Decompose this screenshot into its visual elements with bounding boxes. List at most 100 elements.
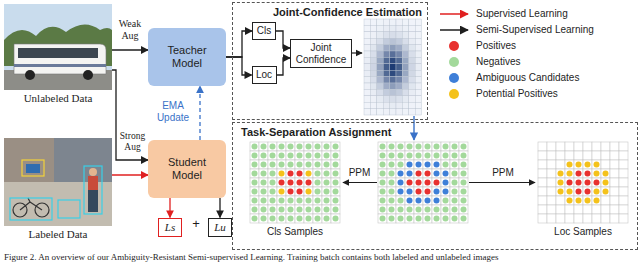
grid-cell: [459, 160, 468, 169]
grid-cell: [387, 142, 396, 151]
grid-cell: [322, 178, 331, 187]
heatmap-cell: [370, 38, 376, 44]
sample-dot: [380, 189, 386, 195]
grid-cell: [601, 187, 610, 196]
sample-dot: [425, 180, 431, 186]
grid-cell: [565, 169, 574, 178]
grid-cell: [405, 187, 414, 196]
sample-dot: [252, 216, 258, 222]
grid-cell: [295, 196, 304, 205]
sample-dot: [333, 198, 339, 204]
grid-cell: [423, 169, 432, 178]
sample-dot: [380, 162, 386, 168]
sample-dot: [380, 207, 386, 213]
sample-dot: [380, 216, 386, 222]
grid-cell: [331, 187, 340, 196]
sample-dot: [416, 207, 422, 213]
connector: [219, 198, 220, 218]
grid-cell: [565, 214, 574, 223]
grid-cell: [450, 178, 459, 187]
grid-cell: [259, 187, 268, 196]
heatmap-cell: [390, 25, 396, 31]
node-text: Student Model: [159, 156, 215, 181]
sample-dot: [306, 144, 312, 150]
sample-dot: [585, 198, 591, 204]
grid-cell: [295, 205, 304, 214]
heatmap-cell: [390, 64, 396, 70]
sample-dot: [324, 216, 330, 222]
sample-dot: [333, 180, 339, 186]
sample-dot: [567, 171, 573, 177]
sample-dot: [558, 189, 564, 195]
grid-cell: [574, 160, 583, 169]
grid-cell: [313, 169, 322, 178]
sample-dot: [603, 189, 609, 195]
grid-cell: [565, 205, 574, 214]
grid-cell: [610, 196, 619, 205]
grid-cell: [277, 214, 286, 223]
heatmap-cell: [415, 109, 421, 115]
sample-dot: [261, 216, 267, 222]
grid-cell: [574, 187, 583, 196]
sample-dot: [380, 171, 386, 177]
grid-cell: [405, 160, 414, 169]
heatmap-cell: [409, 25, 415, 31]
heatmap-cell: [370, 89, 376, 95]
grid-cell: [277, 187, 286, 196]
heatmap-cell: [402, 77, 408, 83]
grid-cell: [432, 205, 441, 214]
sample-dot: [416, 198, 422, 204]
grid-cell: [268, 214, 277, 223]
sample-dot: [380, 144, 386, 150]
sample-dot: [461, 198, 467, 204]
sample-dot: [306, 153, 312, 159]
grid-cell: [268, 169, 277, 178]
heatmap-cell: [370, 57, 376, 63]
grid-cell: [574, 142, 583, 151]
grid-cell: [259, 214, 268, 223]
sample-dot: [443, 171, 449, 177]
grid-cell: [432, 151, 441, 160]
grid-cell: [583, 142, 592, 151]
sample-dot: [576, 189, 582, 195]
sample-dot: [407, 189, 413, 195]
legend-text: Ambiguous Candidates: [476, 72, 579, 84]
sample-dot: [434, 216, 440, 222]
sample-dot: [288, 207, 294, 213]
heatmap-cell: [402, 51, 408, 57]
sample-dot: [279, 153, 285, 159]
sample-dot: [398, 144, 404, 150]
heatmap-cell: [383, 64, 389, 70]
grid-cell: [610, 151, 619, 160]
sample-dot: [594, 171, 600, 177]
sample-dot: [434, 207, 440, 213]
sample-dot: [443, 162, 449, 168]
sample-dot: [297, 198, 303, 204]
image-caption: Labeled Data: [0, 228, 116, 240]
grid-cell: [259, 160, 268, 169]
sample-dot: [416, 144, 422, 150]
sample-dot: [270, 198, 276, 204]
heatmap-cell: [377, 51, 383, 57]
sample-dot: [380, 180, 386, 186]
sample-dot: [306, 189, 312, 195]
heatmap-cell: [377, 83, 383, 89]
grid-cell: [556, 142, 565, 151]
grid-cell: [432, 169, 441, 178]
legend-swatch: [449, 41, 459, 51]
grid-cell: [547, 187, 556, 196]
grid-cell: [619, 142, 628, 151]
sample-dot: [407, 153, 413, 159]
grid-cell: [556, 160, 565, 169]
grid-cell: [556, 187, 565, 196]
sample-dot: [279, 180, 285, 186]
sample-dot: [261, 207, 267, 213]
heatmap-cell: [409, 89, 415, 95]
heatmap-cell: [390, 38, 396, 44]
grid-cell: [396, 160, 405, 169]
candidate-grid: [378, 142, 468, 223]
grid-cell: [583, 214, 592, 223]
grid-cell: [396, 178, 405, 187]
sample-dot: [297, 144, 303, 150]
heatmap-cell: [364, 77, 370, 83]
